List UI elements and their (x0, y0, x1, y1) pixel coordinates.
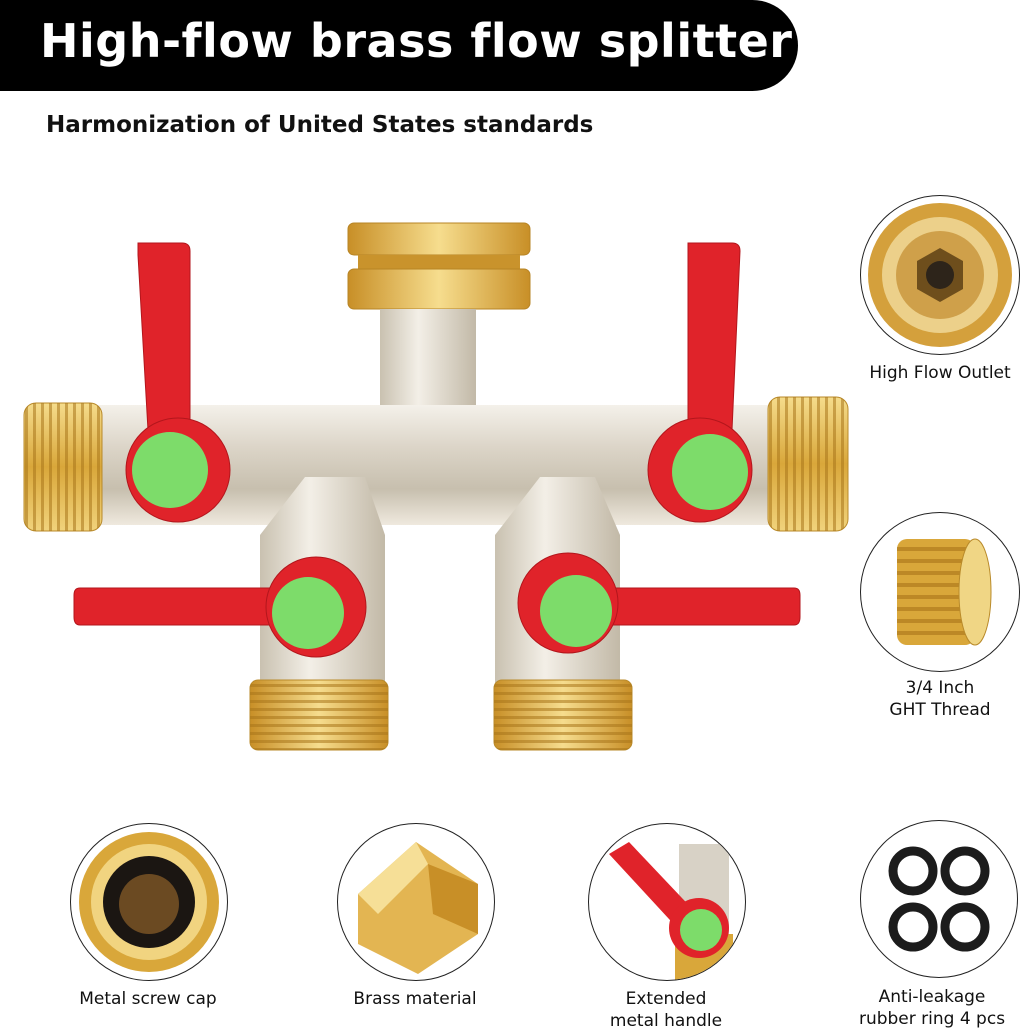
splitter-illustration (23, 222, 849, 751)
page-subtitle: Harmonization of United States standards (46, 112, 594, 138)
outlet-detail-image (868, 203, 1012, 347)
brass-material-image (358, 842, 478, 974)
metal-screw-cap-caption: Metal screw cap (79, 989, 217, 1009)
high-flow-outlet-caption: High Flow Outlet (869, 363, 1011, 383)
title-banner: High-flow brass flow splitter (0, 0, 798, 91)
handle-caption-line2: metal handle (609, 1011, 723, 1031)
page-title: High-flow brass flow splitter (40, 14, 793, 68)
product-image (20, 215, 860, 760)
top-inlet-nut (347, 222, 531, 310)
thread-caption-line1: 3/4 Inch (905, 678, 975, 698)
thread-detail-circle (860, 512, 1020, 672)
screw-cap-image (79, 832, 219, 972)
metal-handle-image (609, 842, 733, 980)
brass-material-caption: Brass material (353, 989, 477, 1009)
handle-caption-line1: Extended (625, 989, 707, 1009)
screw-cap-detail-circle (70, 823, 228, 981)
rubber-ring-detail-circle (860, 820, 1018, 978)
thread-detail-image (897, 538, 992, 646)
brass-detail-circle (337, 823, 495, 981)
outlet-detail-circle (860, 195, 1020, 355)
rubber-rings-image (888, 846, 990, 952)
ring-caption-line2: rubber ring 4 pcs (858, 1009, 1006, 1029)
handle-detail-circle (588, 823, 746, 981)
ring-caption-line1: Anti-leakage (878, 987, 986, 1007)
thread-caption-line2: GHT Thread (889, 700, 991, 720)
